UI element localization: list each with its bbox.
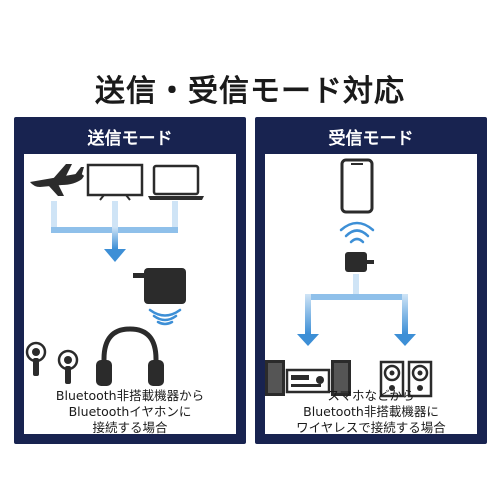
caption-line: 接続する場合: [92, 420, 168, 435]
send-connector-arrows: [51, 201, 178, 262]
receiver-icon: [345, 252, 374, 272]
caption-line: スマホなどから: [327, 388, 415, 403]
wireless-waves-icon: [339, 221, 375, 244]
receive-connector-arrows: [297, 274, 416, 346]
smartphone-icon: [340, 158, 374, 214]
send-mode-heading: 送信モード: [87, 129, 173, 149]
transmitter-icon: [133, 268, 186, 304]
caption-line: Bluetoothイヤホンに: [68, 404, 192, 419]
send-mode-caption: Bluetooth非搭載機器から Bluetoothイヤホンに 接続する場合: [24, 388, 236, 436]
page-title: 送信・受信モード対応: [95, 74, 405, 109]
stereo-system-icon: [265, 360, 351, 396]
earbud-icon: [57, 349, 79, 384]
wireless-waves-icon: [148, 308, 182, 326]
caption-line: Bluetooth非搭載機器に: [303, 404, 439, 419]
tv-icon: [86, 163, 144, 201]
caption-line: ワイヤレスで接続する場合: [296, 420, 446, 435]
airplane-icon: [30, 164, 84, 196]
earbud-icon: [25, 341, 47, 376]
speakers-icon: [379, 360, 433, 398]
headphones-icon: [96, 326, 164, 386]
laptop-icon: [148, 164, 204, 200]
receive-mode-panel: 受信モード: [255, 117, 487, 444]
receive-mode-heading: 受信モード: [328, 129, 414, 149]
send-mode-body: Bluetooth非搭載機器から Bluetoothイヤホンに 接続する場合: [24, 154, 236, 436]
send-mode-panel: 送信モード: [14, 117, 246, 444]
caption-line: Bluetooth非搭載機器から: [55, 388, 205, 403]
receive-mode-body: スマホなどから Bluetooth非搭載機器に ワイヤレスで接続する場合: [265, 154, 477, 436]
receive-mode-caption: スマホなどから Bluetooth非搭載機器に ワイヤレスで接続する場合: [265, 388, 477, 436]
